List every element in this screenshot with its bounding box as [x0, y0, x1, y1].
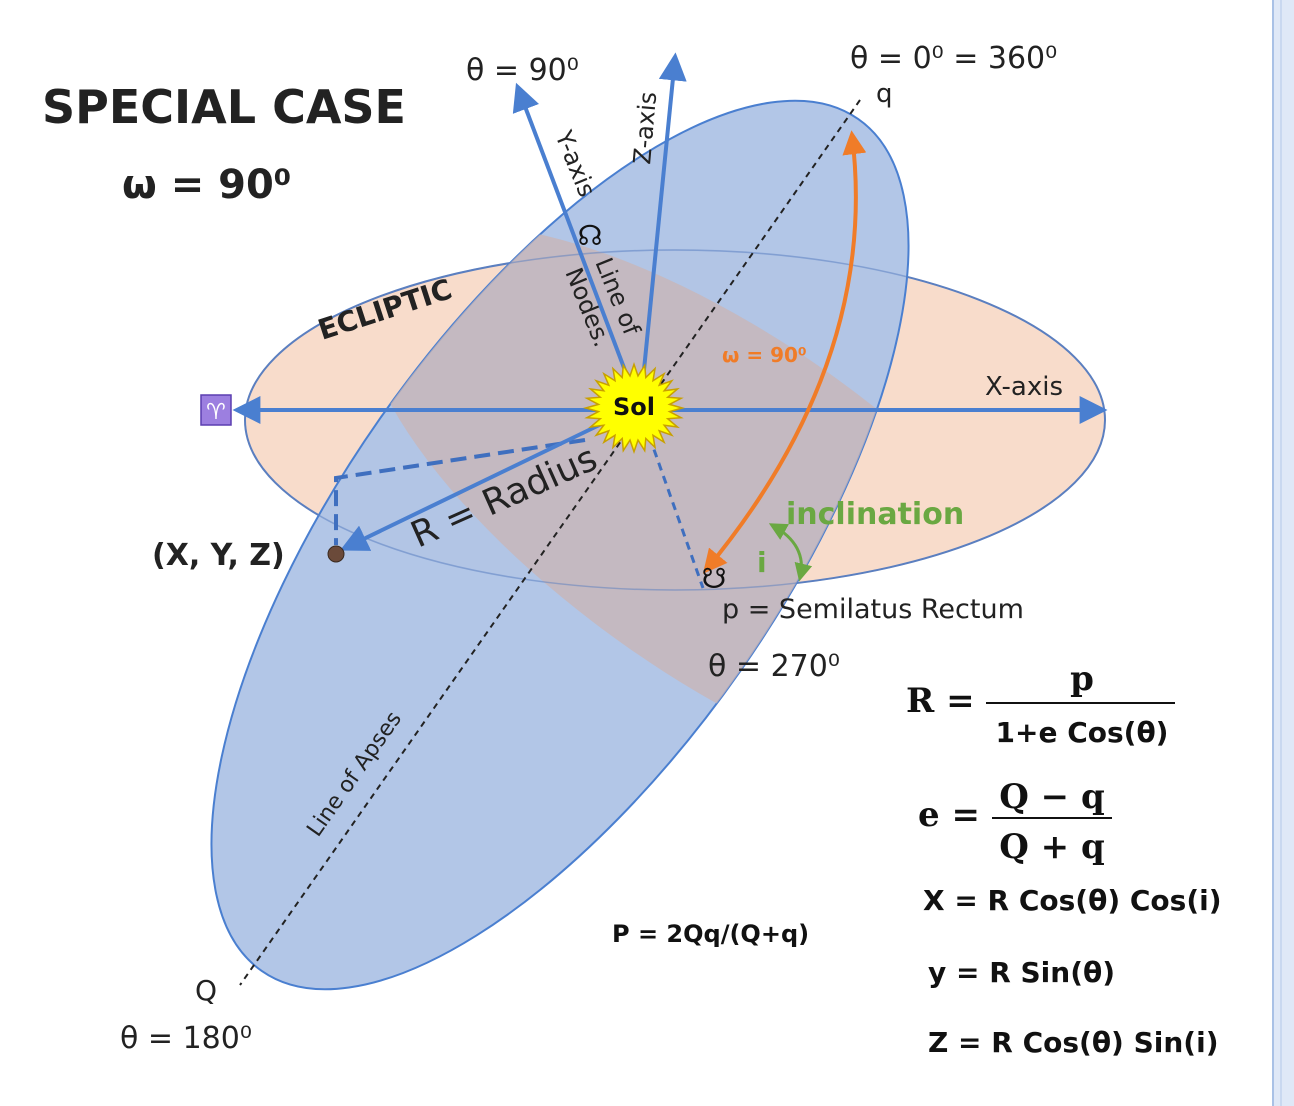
z-axis-label: Z-axis: [628, 91, 662, 166]
special-case-title: SPECIAL CASE: [42, 80, 406, 134]
x-axis-label: X-axis: [985, 372, 1063, 402]
eq-e-num: Q − q: [999, 777, 1105, 817]
eq-r-den: 1+e Cos(θ): [996, 716, 1169, 749]
point-label: (X, Y, Z): [152, 538, 285, 573]
theta-0-label: θ = 0⁰ = 360⁰: [850, 41, 1057, 76]
eq-r-lhs: R =: [906, 681, 975, 721]
semilatus-label: p = Semilatus Rectum: [722, 594, 1024, 625]
theta-90-label: θ = 90⁰: [466, 53, 579, 88]
eq-x: X = R Cos(θ) Cos(i): [923, 884, 1222, 917]
aries-icon: ♈: [206, 400, 226, 425]
descending-node-icon: ☋: [702, 562, 727, 595]
sol-star: [582, 361, 686, 455]
aphelion-Q-label: Q: [195, 974, 217, 1007]
aries-box: [200, 394, 232, 426]
omega-heading: ω = 90⁰: [122, 162, 291, 208]
y-axis-arrow: [512, 82, 642, 411]
eq-e-lhs: e =: [918, 795, 980, 835]
eq-e-den: Q + q: [999, 827, 1105, 867]
perihelion-q-label: q: [876, 79, 893, 109]
inclination-i-label: i: [757, 546, 767, 579]
sol-label: Sol: [613, 393, 655, 421]
equations: R = p 1+e Cos(θ) e = Q − q Q + q X = R C…: [906, 659, 1222, 1059]
omega-arc-label: ω = 90⁰: [722, 343, 807, 367]
side-scroll-strip: [1272, 0, 1294, 1106]
inclination-label: inclination: [786, 497, 964, 532]
inclination-arc: [768, 523, 813, 582]
radius-projection: [334, 438, 586, 545]
omega-arc: [702, 130, 867, 574]
p-formula: P = 2Qq/(Q+q): [612, 920, 809, 948]
theta-270-label: θ = 270⁰: [708, 649, 840, 684]
eq-z: Z = R Cos(θ) Sin(i): [928, 1026, 1219, 1059]
radius-arrow: [339, 413, 621, 551]
z-axis-arrow: [638, 52, 687, 411]
eq-r-num: p: [1070, 659, 1094, 699]
theta-180-label: θ = 180⁰: [120, 1021, 252, 1056]
eq-y: y = R Sin(θ): [928, 956, 1115, 989]
planet-point: [327, 545, 345, 563]
ascending-node-icon: ☊: [578, 219, 603, 252]
